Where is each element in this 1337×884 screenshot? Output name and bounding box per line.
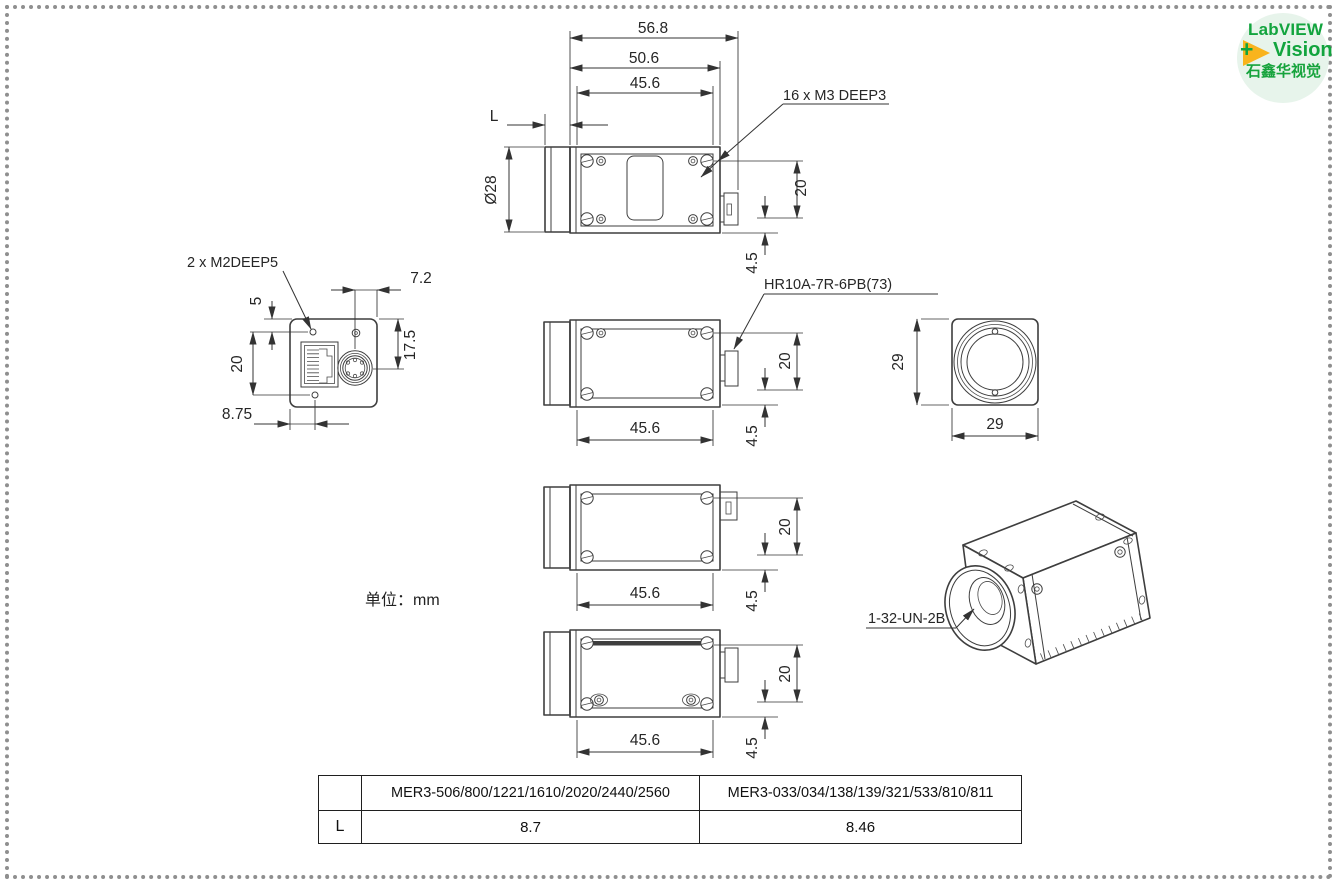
table-header-models-2: MER3-033/034/138/139/321/533/810/811 <box>699 776 1021 810</box>
dim-side1-offset: 4.5 <box>744 425 761 447</box>
logo-chinese-text: 石鑫华视觉 <box>1246 63 1322 80</box>
screw-icon <box>700 697 714 711</box>
pin-hole <box>991 389 999 396</box>
torx-screw-icon <box>688 328 698 338</box>
plus-icon: + <box>1240 36 1254 62</box>
dim-side3-height: 20 <box>777 665 794 683</box>
logo-vision-text: Vision <box>1273 39 1333 61</box>
table-header-models-1: MER3-506/800/1221/1610/2020/2440/2560 <box>361 776 699 810</box>
dim-top-lens-dia: Ø28 <box>483 175 500 204</box>
camera-body <box>569 146 721 234</box>
dim-side3-offset: 4.5 <box>744 737 761 759</box>
screw-icon <box>580 154 594 168</box>
screw-icon <box>580 326 594 340</box>
lens-flange <box>543 631 571 716</box>
screw-icon <box>580 387 594 401</box>
back-panel <box>289 318 378 408</box>
dim-side1-mount: 45.6 <box>630 420 660 437</box>
dim-side2-height: 20 <box>777 518 794 536</box>
isometric-view: 1-32-UN-2B <box>866 500 1151 665</box>
label-recess <box>626 155 664 221</box>
side-view-3: 45.6 20 4.5 <box>543 629 803 759</box>
callout-io-connector: HR10A-7R-6PB(73) <box>764 277 892 293</box>
camera-body <box>569 484 721 571</box>
m2-screw-hole <box>311 391 319 399</box>
dim-top-height: 20 <box>793 179 810 197</box>
side-view-2: 45.6 20 4.5 <box>543 484 803 612</box>
lens-flange <box>543 321 571 406</box>
pin-hole <box>991 328 999 335</box>
play-triangle-icon <box>1243 40 1270 66</box>
dim-front-width: 29 <box>986 416 1003 433</box>
torx-screw-icon <box>596 214 606 224</box>
dim-front-height: 29 <box>890 353 907 370</box>
table-row-label: L <box>319 810 361 843</box>
screw-icon <box>700 387 714 401</box>
torx-screw-icon <box>688 156 698 166</box>
screw-icon <box>580 212 594 226</box>
io-connector <box>719 491 738 521</box>
screw-icon <box>580 550 594 564</box>
screw-icon <box>700 326 714 340</box>
screw-icon <box>580 697 594 711</box>
torx-screw-icon <box>1114 546 1126 558</box>
torx-screw-icon <box>596 156 606 166</box>
table-corner-cell <box>319 776 361 810</box>
hirose-connector <box>337 350 373 386</box>
side-view-1: 45.6 20 4.5 HR10A-7R-6PB(73) <box>543 277 938 447</box>
screw-icon <box>580 636 594 650</box>
dim-top-l: L <box>490 108 499 125</box>
l-dimension-table: MER3-506/800/1221/1610/2020/2440/2560 ME… <box>318 775 1022 844</box>
front-view: 29 29 <box>890 318 1039 441</box>
logo-labview-text: LabVIEW <box>1248 20 1324 39</box>
screw-icon <box>700 154 714 168</box>
callout-m2-screws: 2 x M2DEEP5 <box>187 255 278 271</box>
back-view: 7.2 5 20 17.5 8.75 2 x M2DEEP5 <box>187 255 432 430</box>
torx-screw-icon <box>686 695 696 705</box>
rj45-jack <box>300 341 339 388</box>
screw-icon <box>700 491 714 505</box>
dim-side1-height: 20 <box>777 352 794 370</box>
labview-vision-logo: LabVIEW + Vision 石鑫华视觉 <box>1236 12 1333 104</box>
lens-mount <box>953 320 1037 404</box>
lens-flange <box>543 486 571 569</box>
table-value-1: 8.7 <box>361 810 699 843</box>
torx-screw-icon <box>594 695 604 705</box>
m2-screw-hole <box>309 328 317 336</box>
dim-top-body: 50.6 <box>629 50 659 67</box>
screw-icon <box>580 491 594 505</box>
dim-top-mount: 45.6 <box>630 75 660 92</box>
screw-icon <box>700 550 714 564</box>
dim-side2-mount: 45.6 <box>630 585 660 602</box>
table-value-2: 8.46 <box>699 810 1021 843</box>
callout-m3-screws: 16 x M3 DEEP3 <box>783 88 886 104</box>
dim-back-screw-x: 8.75 <box>222 406 252 423</box>
dim-back-screw-top: 5 <box>248 297 265 306</box>
top-view: 56.8 50.6 45.6 L Ø28 20 4.5 16 x M3 DEEP… <box>483 20 889 274</box>
front-panel <box>951 318 1039 406</box>
dim-back-conn-height: 17.5 <box>402 330 419 360</box>
heat-sink-slot <box>584 641 710 646</box>
screw-icon <box>700 212 714 226</box>
torx-screw-icon <box>596 328 606 338</box>
dim-top-offset: 4.5 <box>744 252 761 274</box>
units-note: 单位：mm <box>365 592 440 609</box>
torx-screw-icon <box>1031 583 1043 595</box>
dim-back-screw-span: 20 <box>229 355 246 373</box>
torx-screw-icon <box>688 214 698 224</box>
callout-lens-thread: 1-32-UN-2B <box>868 611 945 627</box>
screw-icon <box>700 636 714 650</box>
dim-side3-mount: 45.6 <box>630 732 660 749</box>
dim-back-conn: 7.2 <box>410 270 432 287</box>
dim-top-overall: 56.8 <box>638 20 668 37</box>
dim-side2-offset: 4.5 <box>744 590 761 612</box>
lens-flange <box>544 146 571 233</box>
indicator-led <box>351 328 361 338</box>
